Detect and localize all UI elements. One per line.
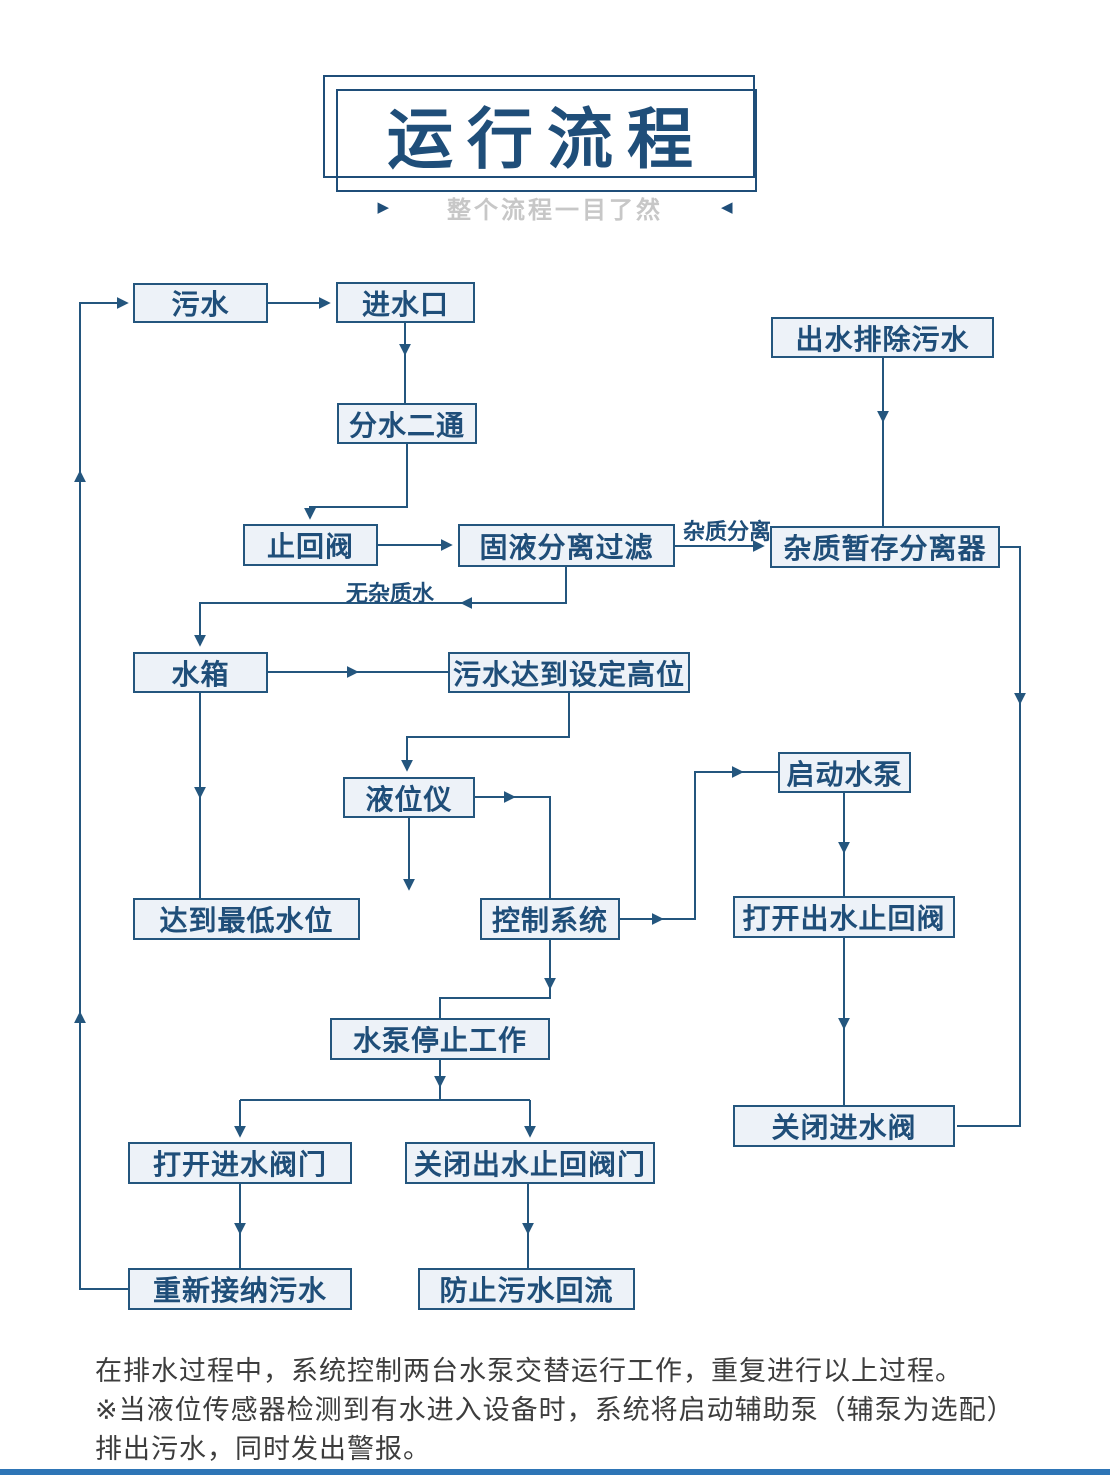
edge-separator-right-loop-a	[1000, 546, 1026, 705]
edge-feedback-left-a	[74, 1011, 128, 1290]
edge-control-to-start-pump-b	[655, 766, 744, 920]
edge-separator-right-loop-b	[957, 696, 1021, 1127]
node-water-inlet: 进水口	[336, 282, 475, 323]
node-outlet-discharge-sewage: 出水排除污水	[771, 317, 994, 358]
title-frame-inner	[336, 89, 757, 192]
node-open-outlet-check-valve: 打开出水止回阀	[733, 896, 955, 938]
node-pump-stops-working: 水泵停止工作	[330, 1018, 550, 1060]
node-level-gauge: 液位仪	[343, 777, 475, 818]
node-impurity-storage-separator: 杂质暂存分离器	[770, 526, 1000, 568]
node-re-accept-sewage: 重新接纳污水	[128, 1268, 352, 1310]
edge-control-to-pump-stop-b	[439, 981, 551, 1018]
edge-level-gauge-to-control-b	[507, 796, 551, 898]
edge-diverter-to-check-valve	[304, 444, 408, 520]
node-open-inlet-valve: 打开进水阀门	[128, 1142, 352, 1184]
node-reach-lowest-level: 达到最低水位	[133, 898, 360, 940]
node-check-valve: 止回阀	[243, 524, 378, 566]
left-triangle-icon: ◀	[721, 198, 733, 216]
right-triangle-icon: ▶	[377, 198, 389, 216]
node-two-way-diverter: 分水二通	[337, 403, 477, 444]
page-title: 运行流程	[387, 101, 707, 176]
title-frame-outer	[323, 75, 755, 178]
node-solid-liquid-separation-filter: 固液分离过滤	[458, 524, 675, 567]
footer-line-3: 排出污水，同时发出警报。	[95, 1434, 431, 1464]
footer-line-1: 在排水过程中，系统控制两台水泵交替运行工作，重复进行以上过程。	[95, 1356, 963, 1386]
subtitle-row: ▶ 整个流程一目了然 ◀	[0, 190, 1110, 225]
node-start-pump: 启动水泵	[778, 752, 911, 793]
node-water-tank: 水箱	[133, 652, 268, 693]
edge-feedback-left-c	[79, 297, 129, 479]
edge-label-impurity-separation: 杂质分离	[683, 519, 772, 544]
node-control-system: 控制系统	[480, 898, 620, 940]
edge-filter-to-tank-a	[460, 567, 567, 609]
edge-filter-to-tank-b	[194, 602, 469, 647]
node-sewage: 污水	[133, 283, 268, 323]
node-close-outlet-check-valve: 关闭出水止回阀门	[405, 1142, 655, 1184]
node-sewage-reaches-set-high-level: 污水达到设定高位	[448, 652, 690, 693]
edge-label-impurity-free-water: 无杂质水	[346, 581, 435, 606]
page-subtitle: 整个流程一目了然	[447, 197, 663, 224]
node-prevent-sewage-backflow: 防止污水回流	[418, 1268, 635, 1310]
bottom-accent-bar	[0, 1469, 1110, 1475]
footer-note: 在排水过程中，系统控制两台水泵交替运行工作，重复进行以上过程。 ※当液位传感器检…	[95, 1352, 1065, 1469]
footer-line-2: ※当液位传感器检测到有水进入设备时，系统将启动辅助泵（辅泵为选配）	[95, 1395, 1015, 1425]
node-close-inlet-valve: 关闭进水阀	[733, 1105, 955, 1147]
edge-high-level-to-level-gauge	[401, 693, 570, 772]
